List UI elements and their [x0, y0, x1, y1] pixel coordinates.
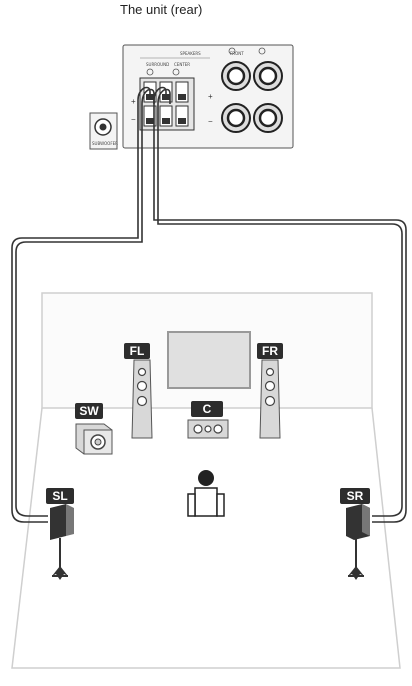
front-left-speaker: [131, 359, 153, 439]
center-panel-label: CENTER: [174, 62, 190, 67]
speakers-panel-label: SPEAKERS: [180, 51, 201, 56]
tv-screen: [167, 331, 251, 389]
front-right-speaker: [259, 359, 281, 439]
surround-left-speaker: [50, 504, 74, 580]
screw-icon: [146, 68, 154, 76]
c-label: C: [191, 401, 223, 417]
surround-right-speaker: [346, 504, 370, 580]
fr-label: FR: [257, 343, 283, 359]
speaker-cables: [11, 86, 407, 523]
screw-icon: [228, 47, 236, 55]
subwoofer-jack: SUBWOOFER: [89, 112, 118, 150]
surround-panel-label: SURROUND: [146, 62, 169, 67]
fl-label: FL: [124, 343, 150, 359]
sw-label: SW: [75, 403, 103, 419]
front-panel-label: FRONT: [230, 51, 244, 56]
sl-label: SL: [46, 488, 74, 504]
minus-sign-right: −: [208, 117, 213, 126]
screw-icon: [172, 68, 180, 76]
diagram-title: The unit (rear): [120, 2, 203, 17]
screw-icon: [258, 47, 266, 55]
listener-icon: [187, 470, 225, 517]
front-binding-posts: [221, 61, 283, 133]
sr-label: SR: [340, 488, 370, 504]
minus-sign-left: −: [131, 115, 136, 124]
plus-sign-right: +: [208, 92, 213, 101]
speaker-terminal-block: [139, 77, 195, 131]
subwoofer-jack-label: SUBWOOFER: [92, 141, 118, 146]
unit-rear-panel: SPEAKERS SURROUND CENTER FRONT + − + −: [89, 44, 294, 150]
plus-sign-left: +: [131, 97, 136, 106]
center-speaker: [187, 419, 229, 439]
subwoofer: [75, 423, 113, 455]
